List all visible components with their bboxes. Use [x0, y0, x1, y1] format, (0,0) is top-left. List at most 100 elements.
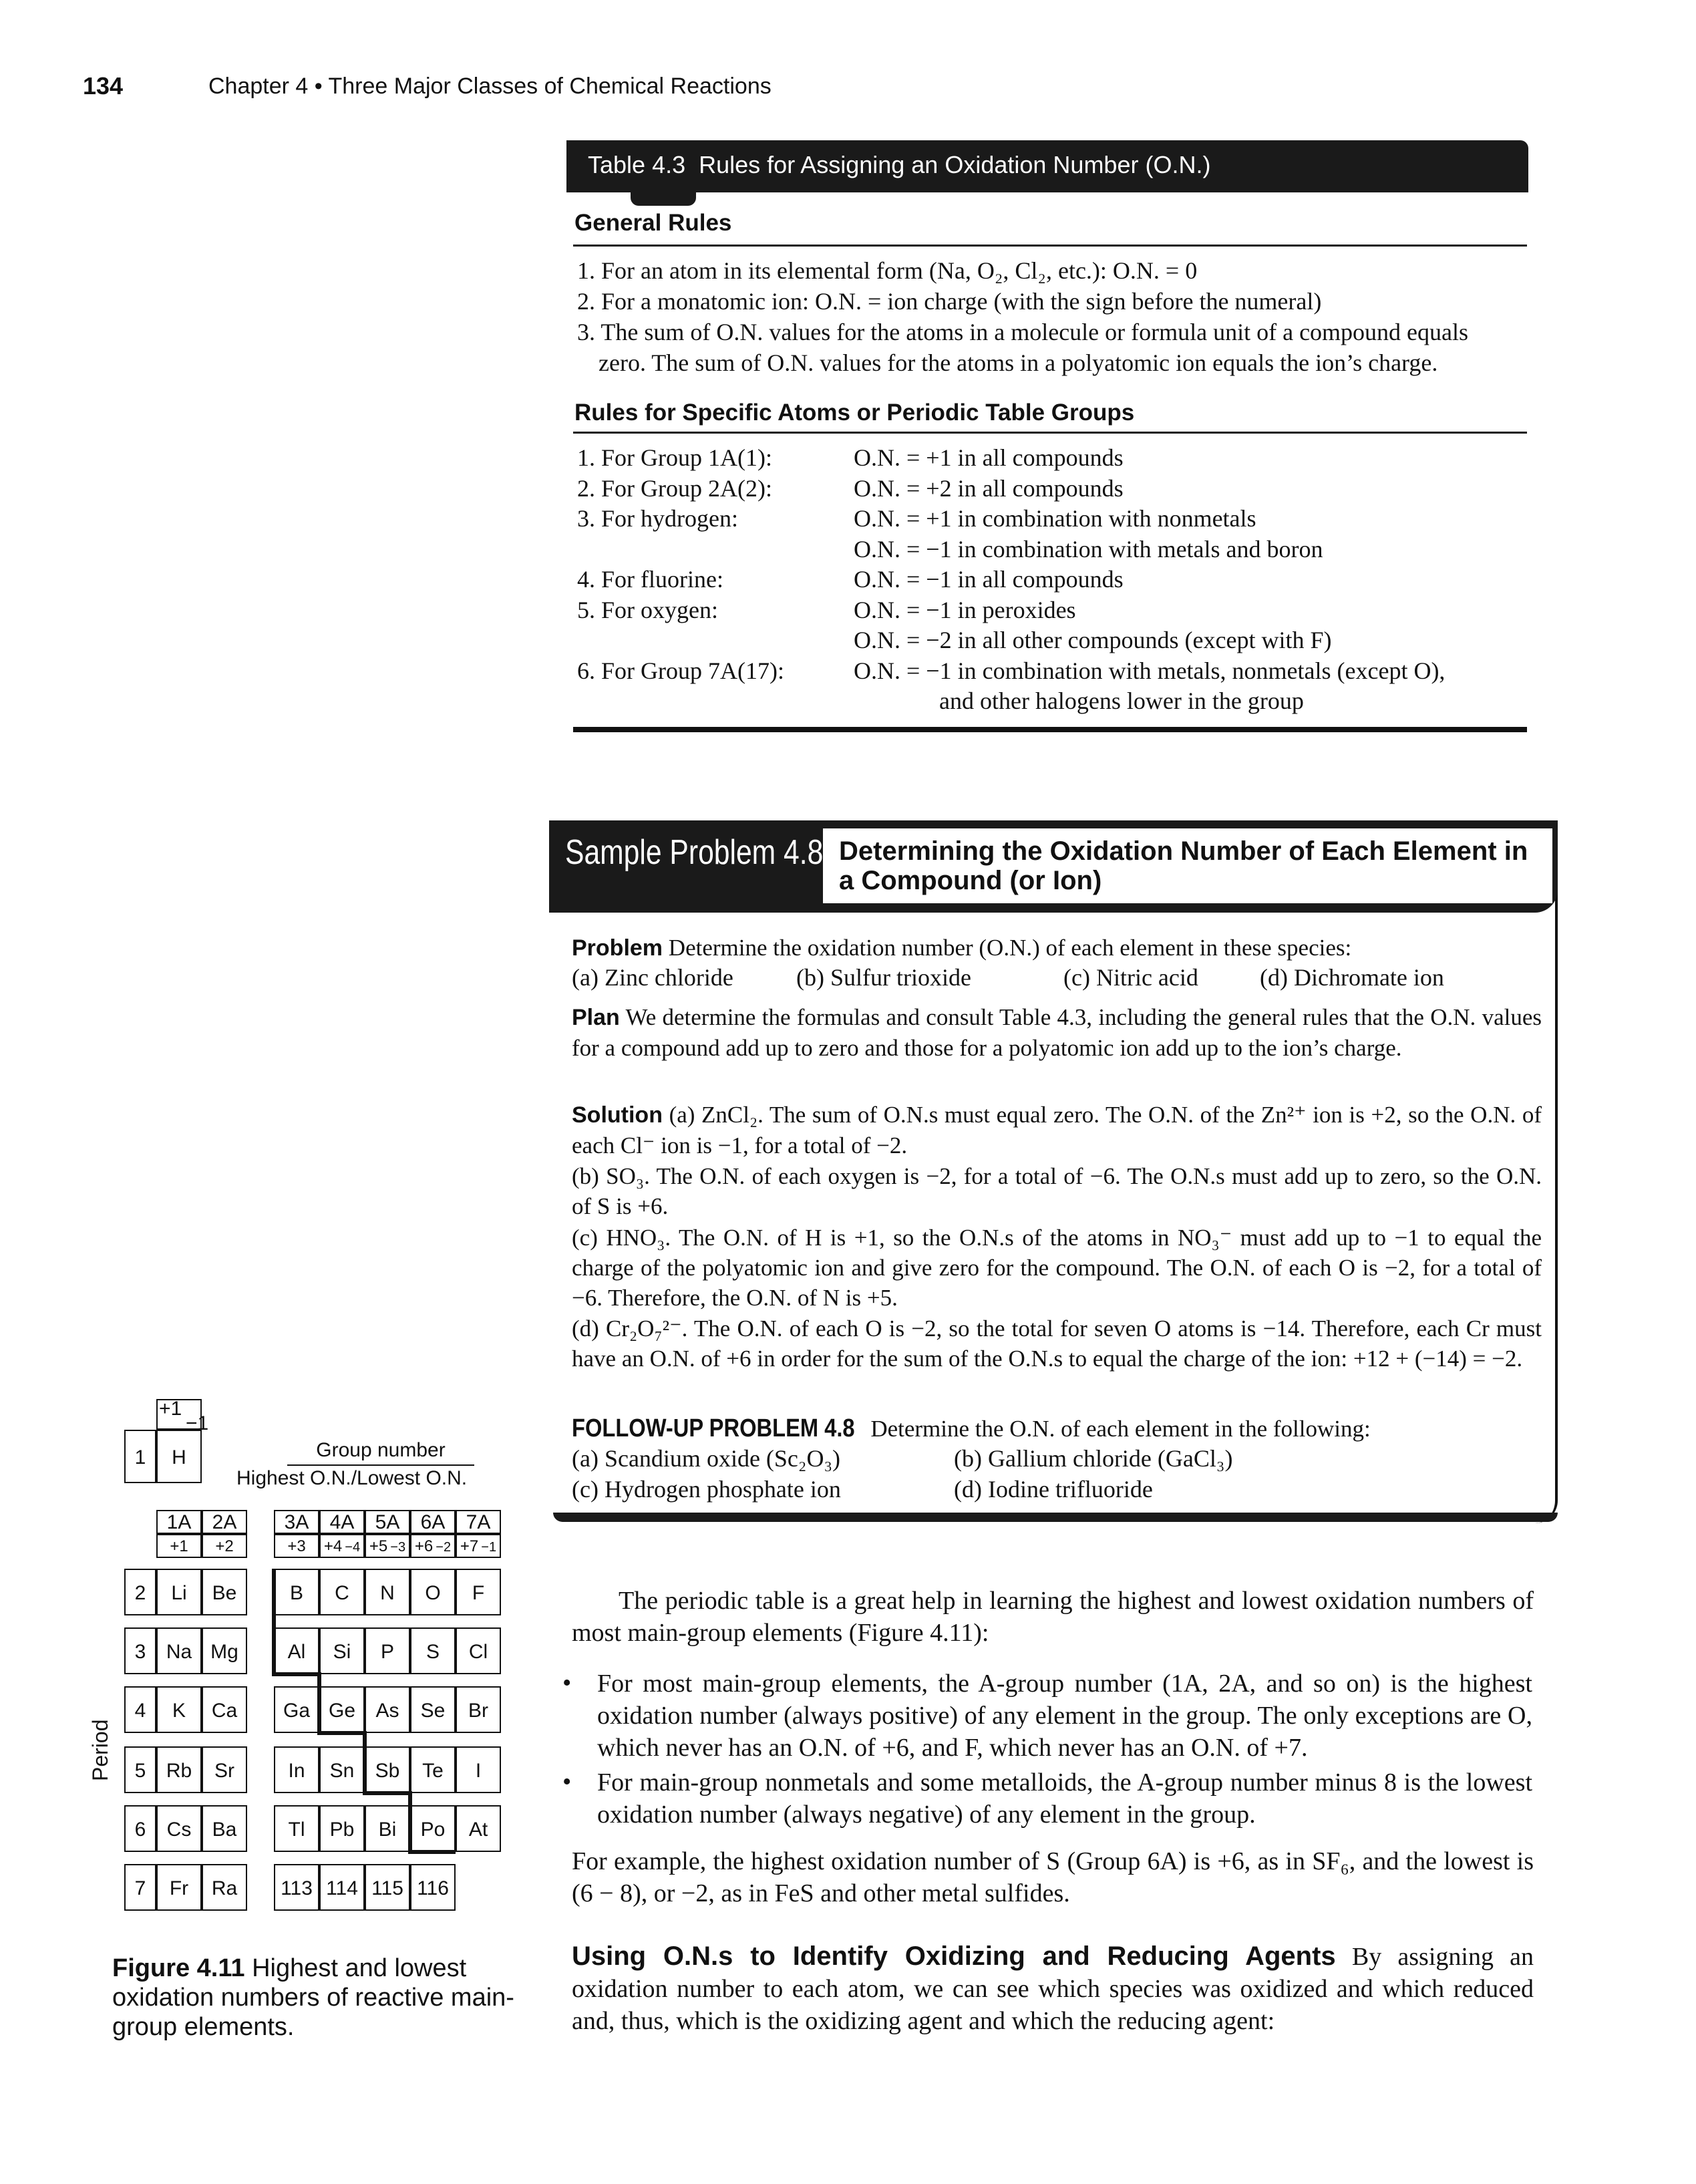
group-lowest-on: −4 — [345, 1540, 361, 1555]
element-cell: Mg — [202, 1627, 247, 1674]
group-highest-on: +1 — [170, 1537, 188, 1555]
period-label: 1 — [124, 1430, 156, 1483]
figure-caption-label: Figure 4.11 — [112, 1954, 245, 1982]
element-cell: In — [274, 1746, 319, 1793]
group-on-cell: +2 — [202, 1534, 247, 1558]
specific-rule-label: 6. For Group 7A(17): — [577, 657, 784, 684]
h-on-box — [156, 1399, 202, 1430]
example-paragraph: For example, the highest oxidation numbe… — [572, 1847, 1534, 1907]
element-cell: F — [456, 1569, 501, 1615]
figure-caption: Figure 4.11 Highest and lowest oxidation… — [112, 1954, 526, 2042]
group-on-cell: +3 — [274, 1534, 319, 1558]
element-cell: Se — [410, 1686, 456, 1733]
element-cell: Li — [156, 1569, 202, 1615]
period-label: 3 — [124, 1627, 156, 1674]
plan-label: Plan — [572, 1005, 620, 1030]
element-cell: Ba — [202, 1805, 247, 1852]
element-cell: Pb — [319, 1805, 365, 1852]
element-cell: Te — [410, 1746, 456, 1793]
group-label: 3A — [274, 1510, 319, 1534]
rule — [573, 432, 1527, 434]
element-cell: At — [456, 1805, 501, 1852]
group-label: 2A — [202, 1510, 247, 1534]
plan-text: We determine the formulas and consult Ta… — [572, 1004, 1542, 1061]
group-highest-on: +3 — [287, 1537, 306, 1555]
specific-rule-label: 1. For Group 1A(1): — [577, 444, 772, 471]
group-highest-on: +5 — [369, 1537, 388, 1555]
element-cell: N — [365, 1569, 410, 1615]
element-cell: Ge — [319, 1686, 365, 1733]
followup-text: Determine the O.N. of each element in th… — [870, 1416, 1371, 1442]
plan-paragraph: Plan We determine the formulas and consu… — [572, 1002, 1542, 1063]
solution-label: Solution — [572, 1102, 663, 1128]
group-highest-on: +7 — [460, 1537, 479, 1555]
subsection-paragraph: Using O.N.s to Identify Oxidizing and Re… — [572, 1940, 1534, 2037]
problem-part-a: (a) Zinc chloride — [572, 964, 733, 991]
solution-b: (b) SO₃. The O.N. of each oxygen is −2, … — [572, 1163, 1542, 1219]
element-cell: Si — [319, 1627, 365, 1674]
group-label: 7A — [456, 1510, 501, 1534]
specific-rule-value: O.N. = −1 in peroxides — [854, 597, 1076, 623]
followup-paragraph: FOLLOW-UP PROBLEM 4.8 Determine the O.N.… — [572, 1414, 1542, 1444]
group-highest-on: +6 — [414, 1537, 434, 1555]
problem-paragraph: Problem Determine the oxidation number (… — [572, 933, 1542, 963]
element-cell: C — [319, 1569, 365, 1615]
bullet-dot: • — [562, 1768, 572, 1796]
sample-problem-title: Determining the Oxidation Number of Each… — [839, 836, 1528, 895]
element-cell: 114 — [319, 1864, 365, 1911]
specific-rule-value: O.N. = −1 in combination with metals and… — [854, 536, 1323, 563]
bullet-1: For most main-group elements, the A-grou… — [597, 1670, 1532, 1762]
solution-a: Solution (a) ZnCl₂. The sum of O.N.s mus… — [572, 1100, 1542, 1160]
element-cell: Ra — [202, 1864, 247, 1911]
group-on-cell: +7−1 — [456, 1534, 501, 1558]
period-label: 6 — [124, 1805, 156, 1852]
specific-rule-value: O.N. = +1 in combination with nonmetals — [854, 505, 1256, 532]
bullet-dot: • — [562, 1669, 572, 1697]
followup-label: FOLLOW-UP PROBLEM 4.8 — [572, 1414, 855, 1442]
element-cell: Tl — [274, 1805, 319, 1852]
h-on-high: +1 — [159, 1398, 182, 1420]
problem-text: Determine the oxidation number (O.N.) of… — [668, 935, 1352, 961]
subsection-text: By assigning an oxidation number to each… — [572, 1943, 1534, 2035]
staircase-line — [272, 1569, 456, 1854]
general-rules-heading: General Rules — [574, 210, 732, 236]
solution-c: (c) HNO₃. The O.N. of H is +1, so the O.… — [572, 1225, 1542, 1311]
group-highest-on: +2 — [215, 1537, 234, 1555]
period-axis-label: Period — [88, 1719, 112, 1782]
group-on-cell: +4−4 — [319, 1534, 365, 1558]
legend-on: Highest O.N./Lowest O.N. — [236, 1467, 468, 1489]
specific-rule-label: 4. For fluorine: — [577, 566, 723, 593]
element-cell: Cs — [156, 1805, 202, 1852]
specific-rule-value: O.N. = +1 in all compounds — [854, 444, 1124, 471]
table-title: Table 4.3 Rules for Assigning an Oxidati… — [588, 151, 1210, 179]
element-cell: O — [410, 1569, 456, 1615]
table-bottom-rule — [573, 727, 1527, 732]
running-head: Chapter 4 • Three Major Classes of Chemi… — [208, 73, 772, 99]
page-number: 134 — [83, 72, 124, 100]
group-highest-on: +4 — [323, 1537, 343, 1555]
group-label: 4A — [319, 1510, 365, 1534]
element-cell: Ca — [202, 1686, 247, 1733]
period-label: 5 — [124, 1746, 156, 1793]
group-label: 1A — [156, 1510, 202, 1534]
followup-part-c: (c) Hydrogen phosphate ion — [572, 1476, 841, 1503]
element-cell: Cl — [456, 1627, 501, 1674]
element-cell: Be — [202, 1569, 247, 1615]
specific-rule-value: O.N. = −2 in all other compounds (except… — [854, 627, 1332, 653]
specific-rule-value: and other halogens lower in the group — [939, 687, 1304, 714]
problem-part-d: (d) Dichromate ion — [1260, 964, 1444, 991]
problem-part-b: (b) Sulfur trioxide — [796, 964, 971, 991]
table-title-text: Rules for Assigning an Oxidation Number … — [699, 151, 1211, 178]
sample-problem-bottom-bar — [553, 1513, 1558, 1522]
table-title-tab — [631, 191, 696, 206]
element-cell: Ga — [274, 1686, 319, 1733]
solution-d: (d) Cr₂O₇²⁻. The O.N. of each O is −2, s… — [572, 1315, 1542, 1372]
general-rule-1: 1. For an atom in its elemental form (Na… — [577, 257, 1198, 284]
specific-rule-label: 3. For hydrogen: — [577, 505, 738, 532]
group-on-cell: +5−3 — [365, 1534, 410, 1558]
element-cell: 116 — [410, 1864, 456, 1911]
intro-paragraph: The periodic table is a great help in le… — [572, 1587, 1534, 1647]
figure-caption-text: Highest and lowest oxidation numbers of … — [112, 1954, 514, 2041]
general-rule-3: 3. The sum of O.N. values for the atoms … — [577, 319, 1469, 345]
group-label: 6A — [410, 1510, 456, 1534]
